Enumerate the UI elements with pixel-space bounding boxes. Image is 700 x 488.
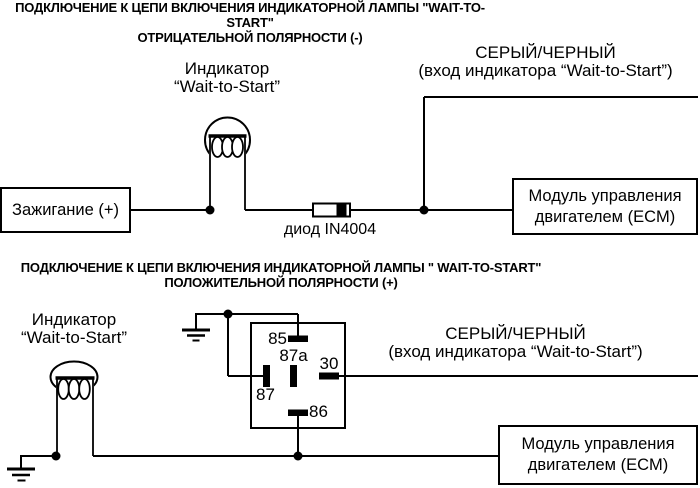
relay-pin87a-label: 87a xyxy=(279,346,308,365)
bottom-ecm-box-line2: двигателем (ECM) xyxy=(527,456,669,474)
relay-pin85-label: 85 xyxy=(268,329,287,348)
top-title: ПОДКЛЮЧЕНИЕ К ЦЕПИ ВКЛЮЧЕНИЯ ИНДИКАТОРНО… xyxy=(0,0,500,45)
ground-symbol-left xyxy=(7,467,35,482)
bottom-circuit xyxy=(7,309,698,482)
relay-pin86-contact xyxy=(288,409,308,416)
relay-pin30-label: 30 xyxy=(319,354,339,373)
filament-coil-icon xyxy=(57,378,70,400)
bottom-indicator-label-line2: “Wait-to-Start” xyxy=(20,328,128,347)
top-circuit xyxy=(131,96,698,218)
bottom-wire-label-line1: СЕРЫЙ/ЧЕРНЫЙ xyxy=(445,324,586,343)
top-ecm-box: Модуль управления двигателем (ECM) xyxy=(512,178,698,235)
filament-coil-icon xyxy=(231,136,244,158)
top-indicator-label-line1: Индикатор xyxy=(184,59,270,78)
top-wire-label-line2: (вход индикатора “Wait-to-Start”) xyxy=(418,61,673,80)
lamp-symbol-top xyxy=(204,116,251,210)
bottom-indicator-label-line1: Индикатор xyxy=(31,310,117,329)
top-title-line2: ОТРИЦАТЕЛЬНОЙ ПОЛЯРНОСТИ (-) xyxy=(137,30,363,45)
lamp-symbol-bottom xyxy=(49,360,99,456)
top-wire-label-line1: СЕРЫЙ/ЧЕРНЫЙ xyxy=(475,43,616,62)
ground-symbol-top xyxy=(182,328,210,342)
diode-cathode-band-icon xyxy=(336,203,347,217)
bottom-ecm-box: Модуль управления двигателем (ECM) xyxy=(498,425,698,485)
relay-pin87-label: 87 xyxy=(256,385,275,404)
bottom-ecm-box-line1: Модуль управления xyxy=(521,435,675,453)
filament-coil-icon xyxy=(67,378,81,400)
bottom-title: ПОДКЛЮЧЕНИЕ К ЦЕПИ ВКЛЮЧЕНИЯ ИНДИКАТОРНО… xyxy=(0,260,562,290)
top-ecm-box-line1: Модуль управления xyxy=(528,186,682,205)
filament-coil-icon xyxy=(78,378,91,400)
relay-pin85-contact xyxy=(288,335,308,342)
ignition-box: Зажигание (+) xyxy=(0,187,131,233)
relay-pin86-label: 86 xyxy=(309,402,328,421)
top-title-line1: ПОДКЛЮЧЕНИЕ К ЦЕПИ ВКЛЮЧЕНИЯ ИНДИКАТОРНО… xyxy=(15,0,485,30)
diode-label: диод IN4004 xyxy=(283,221,377,238)
top-wire-label: СЕРЫЙ/ЧЕРНЫЙ (вход индикатора “Wait-to-S… xyxy=(398,44,693,80)
bottom-indicator-label: Индикатор “Wait-to-Start” xyxy=(0,311,148,347)
bottom-wire-label-line2: (вход индикатора “Wait-to-Start”) xyxy=(388,342,643,361)
bottom-title-line2: ПОЛОЖИТЕЛЬНОЙ ПОЛЯРНОСТИ (+) xyxy=(164,275,398,290)
relay-pin87-contact xyxy=(263,365,270,387)
top-ecm-box-line2: двигателем (ECM) xyxy=(534,207,676,226)
ignition-box-label: Зажигание (+) xyxy=(12,200,119,219)
diode-symbol xyxy=(312,202,351,218)
top-indicator-label: Индикатор “Wait-to-Start” xyxy=(127,60,327,96)
relay-pin30-contact xyxy=(319,372,339,380)
top-indicator-label-line2: “Wait-to-Start” xyxy=(173,77,281,96)
bottom-title-line1: ПОДКЛЮЧЕНИЕ К ЦЕПИ ВКЛЮЧЕНИЯ ИНДИКАТОРНО… xyxy=(20,260,542,275)
relay-pin87a-contact xyxy=(290,365,297,387)
bottom-wire-label: СЕРЫЙ/ЧЕРНЫЙ (вход индикатора “Wait-to-S… xyxy=(368,325,663,361)
